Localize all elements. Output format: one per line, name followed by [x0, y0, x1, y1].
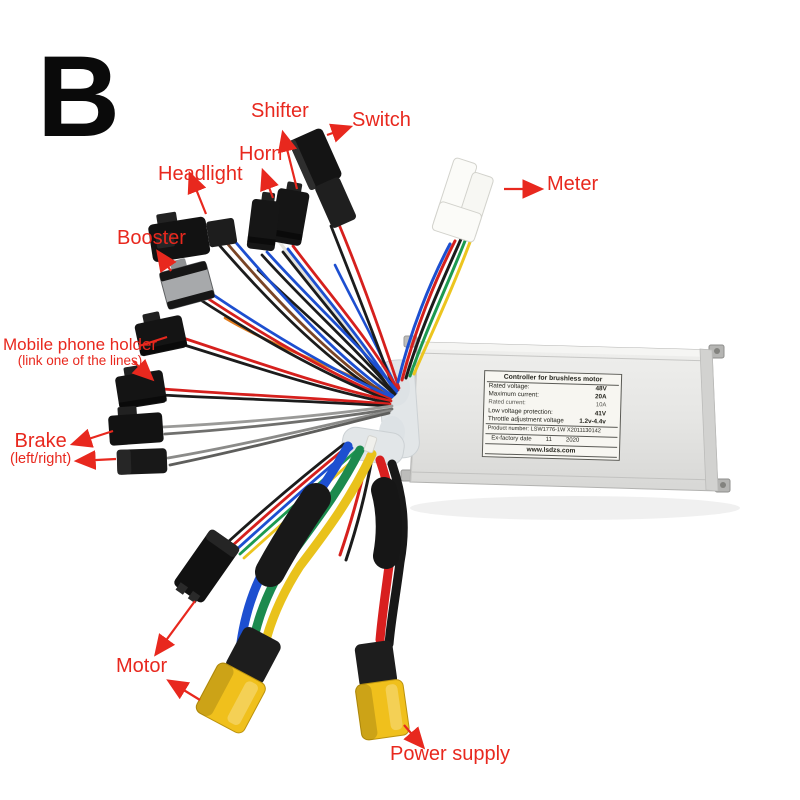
booster-arrow [156, 249, 177, 274]
motor-arrow-2 [166, 679, 201, 701]
wire-harness-top [159, 220, 475, 467]
brake-arrow-1 [69, 428, 114, 448]
label-meter: Meter [547, 173, 599, 195]
label-power-supply: Power supply [390, 743, 511, 765]
label-horn: Horn [239, 143, 283, 165]
variant-letter: B [37, 33, 121, 161]
label-motor: Motor [116, 655, 168, 677]
mobile-holder-line-1 [138, 335, 168, 348]
mobile-holder-arrow-2 [131, 358, 155, 382]
headlight-arrow [187, 170, 208, 215]
screw-icon [720, 482, 726, 488]
bottom-cables [226, 435, 408, 663]
label-headlight: Headlight [158, 163, 243, 185]
label-mobile-phone-holder: Mobile phone holder (link one of the lin… [3, 335, 158, 368]
motor-hall-connector [174, 529, 240, 604]
shifter-connector [269, 181, 310, 246]
screw-icon [714, 348, 720, 354]
label-shifter: Shifter [251, 100, 309, 122]
box-shadow [410, 496, 740, 520]
box-end-cap [699, 348, 719, 492]
shifter-arrow [277, 129, 299, 190]
motor-arrow-1 [154, 600, 196, 657]
label-brake: Brake (left/right) [10, 430, 72, 467]
brake-connector-2 [116, 448, 168, 475]
switch-arrow [326, 123, 354, 143]
power-cable-heatshrink [371, 477, 402, 569]
spec-sticker: Controller for brushless motor Rated vol… [481, 370, 623, 461]
horn-arrow [260, 167, 279, 199]
label-booster: Booster [117, 227, 186, 249]
label-switch: Switch [352, 109, 411, 131]
brake-arrow-2 [73, 450, 117, 470]
brake-connector-1 [108, 406, 164, 446]
horn-connector [246, 191, 280, 252]
annotation-arrows [69, 123, 545, 750]
motor-cable-heatshrink [255, 483, 331, 587]
power-supply-arrow [403, 724, 426, 750]
motor-connector [195, 626, 281, 734]
booster-connector [159, 258, 215, 310]
zip-tie [363, 435, 378, 454]
power-connector [354, 640, 410, 741]
meter-connector [431, 157, 494, 243]
mobile-holder-connector-1 [134, 311, 188, 357]
